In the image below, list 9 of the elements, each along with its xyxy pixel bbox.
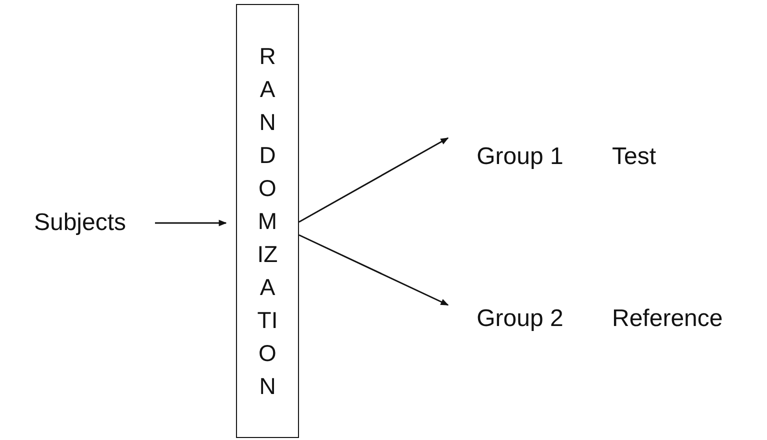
node-label: Group 2 <box>458 302 582 336</box>
node-caption: Reference <box>612 305 723 333</box>
process-box: RANDOMIZATION <box>236 4 299 438</box>
node-label: Subjects <box>15 206 145 240</box>
node-label: Group 1 <box>458 140 582 174</box>
arrow <box>155 220 227 226</box>
node-caption: Test <box>612 143 656 171</box>
arrow <box>298 137 449 223</box>
arrow <box>298 234 449 306</box>
